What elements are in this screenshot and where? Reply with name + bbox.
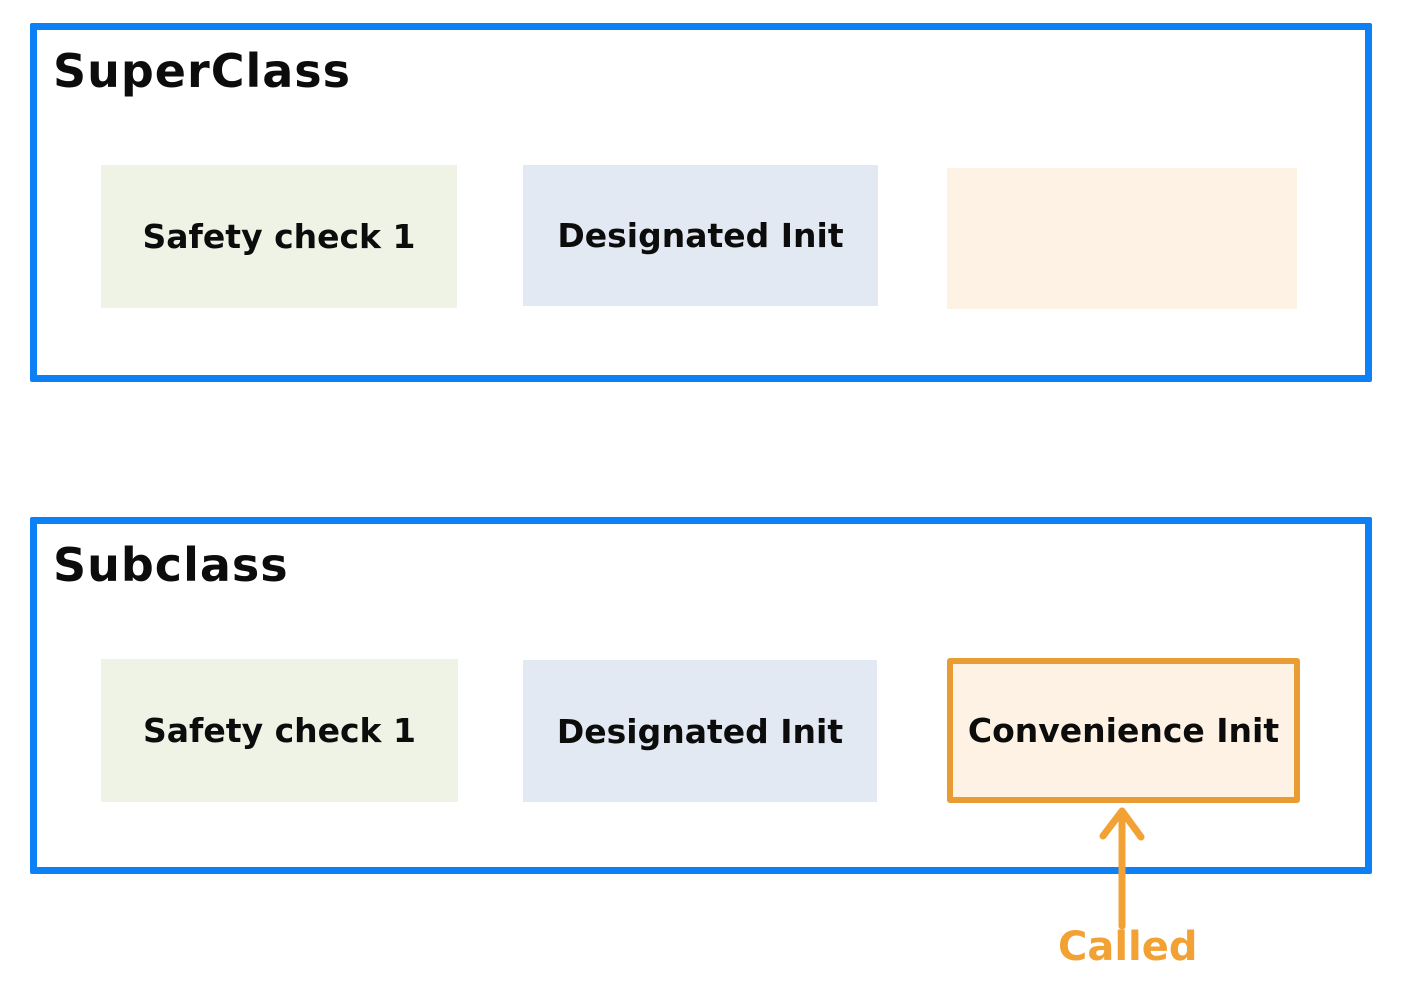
arrow-up-icon bbox=[1099, 807, 1145, 930]
superclass-title: SuperClass bbox=[53, 44, 352, 98]
superclass-empty-convenience-cell bbox=[947, 168, 1297, 309]
subclass-title: Subclass bbox=[53, 538, 289, 592]
subclass-designated-init-cell: Designated Init bbox=[523, 660, 877, 802]
called-label: Called bbox=[1058, 924, 1198, 970]
superclass-container: SuperClass Safety check 1 Designated Ini… bbox=[30, 23, 1372, 382]
subclass-safety-check-cell: Safety check 1 bbox=[101, 659, 458, 802]
superclass-safety-check-cell: Safety check 1 bbox=[101, 165, 457, 308]
superclass-designated-init-cell: Designated Init bbox=[523, 165, 878, 306]
subclass-convenience-init-cell: Convenience Init bbox=[947, 658, 1300, 803]
subclass-container: Subclass Safety check 1 Designated Init … bbox=[30, 517, 1372, 874]
